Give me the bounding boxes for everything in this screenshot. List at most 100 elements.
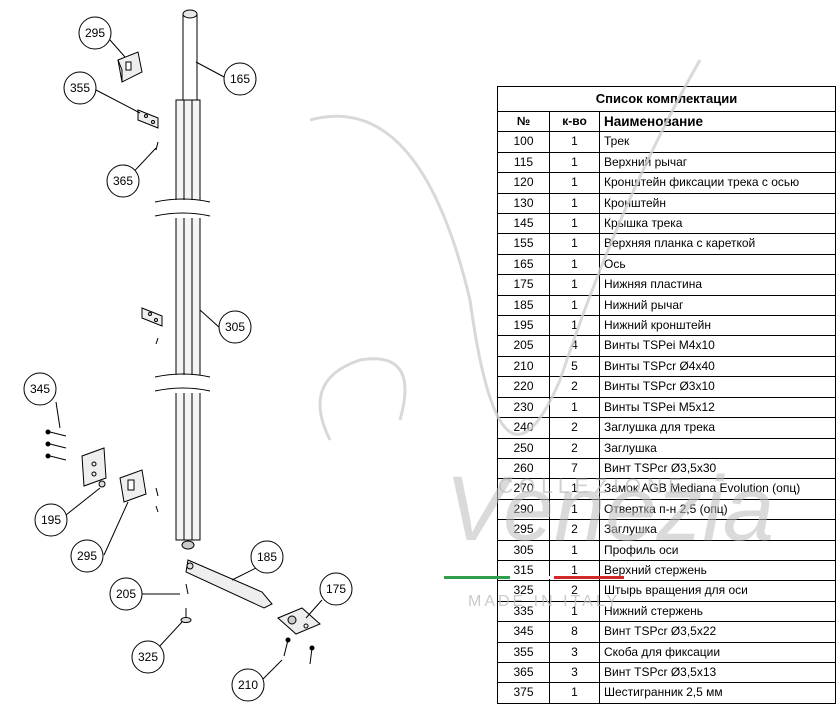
part-name: Верхний рычаг	[598, 151, 836, 174]
part-quantity: 2	[549, 417, 600, 439]
part-quantity: 3	[549, 641, 600, 663]
bracket-355	[137, 109, 159, 129]
part-quantity: 1	[549, 498, 600, 521]
screws-345	[45, 429, 67, 461]
part-quantity: 1	[549, 274, 600, 296]
part-number: 210	[497, 355, 550, 378]
part-number: 290	[497, 498, 550, 521]
part-name: Скоба для фиксации	[598, 641, 836, 663]
part-name: Замок AGB Mediana Evolution (опц)	[598, 478, 836, 500]
part-quantity: 8	[549, 621, 600, 643]
callout-295-top: 295	[78, 16, 112, 50]
svg-text:365: 365	[113, 174, 133, 188]
part-quantity: 1	[549, 151, 600, 174]
callout-185: 185	[250, 540, 284, 574]
part-name: Крышка трека	[598, 213, 836, 235]
part-number: 345	[497, 621, 550, 643]
part-number: 205	[497, 335, 550, 357]
part-quantity: 1	[549, 396, 600, 419]
part-number: 145	[497, 213, 550, 235]
part-number: 230	[497, 396, 550, 419]
svg-text:345: 345	[30, 382, 50, 396]
part-quantity: 1	[549, 682, 600, 704]
part-quantity: 1	[549, 559, 600, 582]
svg-text:355: 355	[70, 81, 90, 95]
part-number: 260	[497, 457, 550, 480]
part-name: Заглушка	[598, 437, 836, 459]
part-number: 295	[497, 519, 550, 541]
callout-295-bottom: 295	[70, 539, 104, 573]
part-name: Штырь вращения для оси	[598, 580, 836, 602]
part-name: Нижний стержень	[598, 600, 836, 623]
part-name: Профиль оси	[598, 539, 836, 561]
part-quantity: 1	[549, 294, 600, 317]
svg-text:325: 325	[138, 650, 158, 664]
part-name: Трек	[598, 131, 836, 153]
part-quantity: 2	[549, 376, 600, 398]
part-name: Винты TSPei M4x10	[598, 335, 836, 357]
callout-165: 165	[223, 62, 257, 96]
part-number: 325	[497, 580, 550, 602]
part-quantity: 1	[549, 315, 600, 337]
part-quantity: 7	[549, 457, 600, 480]
part-number: 270	[497, 478, 550, 500]
svg-text:295: 295	[85, 26, 105, 40]
part-number: 365	[497, 661, 550, 684]
svg-text:295: 295	[77, 549, 97, 563]
callout-205: 205	[109, 577, 143, 611]
lower-arm-185	[185, 559, 273, 609]
part-quantity: 2	[549, 580, 600, 602]
part-number: 175	[497, 274, 550, 296]
part-number: 250	[497, 437, 550, 459]
part-quantity: 1	[549, 131, 600, 153]
part-number: 375	[497, 682, 550, 704]
callout-175: 175	[319, 572, 353, 606]
callout-305: 305	[218, 310, 252, 344]
svg-text:205: 205	[116, 587, 136, 601]
part-number: 115	[497, 151, 550, 174]
part-number: 305	[497, 539, 550, 561]
leader-lines	[55, 39, 323, 681]
part-name: Нижний рычаг	[598, 294, 836, 317]
part-name: Нижний кронштейн	[598, 315, 836, 337]
plug-295-top	[117, 51, 143, 83]
part-name: Винты TSPei M5x12	[598, 396, 836, 419]
part-quantity: 3	[549, 661, 600, 684]
part-name: Заглушка для трека	[598, 417, 836, 439]
part-quantity: 1	[549, 539, 600, 561]
part-name: Верхний стержень	[598, 559, 836, 582]
part-quantity: 5	[549, 355, 600, 378]
part-quantity: 1	[549, 600, 600, 623]
callout-345: 345	[23, 372, 57, 406]
part-number: 165	[497, 253, 550, 276]
header-no: №	[497, 110, 550, 133]
svg-text:210: 210	[238, 678, 258, 692]
part-quantity: 2	[549, 437, 600, 459]
bottom-plate-175	[277, 607, 321, 635]
part-name: Нижняя пластина	[598, 274, 836, 296]
part-name: Заглушка	[598, 519, 836, 541]
part-quantity: 1	[549, 192, 600, 215]
svg-text:185: 185	[257, 550, 277, 564]
part-number: 185	[497, 294, 550, 317]
pivot-pin-325	[180, 608, 192, 623]
axis-profile-305	[150, 99, 211, 550]
